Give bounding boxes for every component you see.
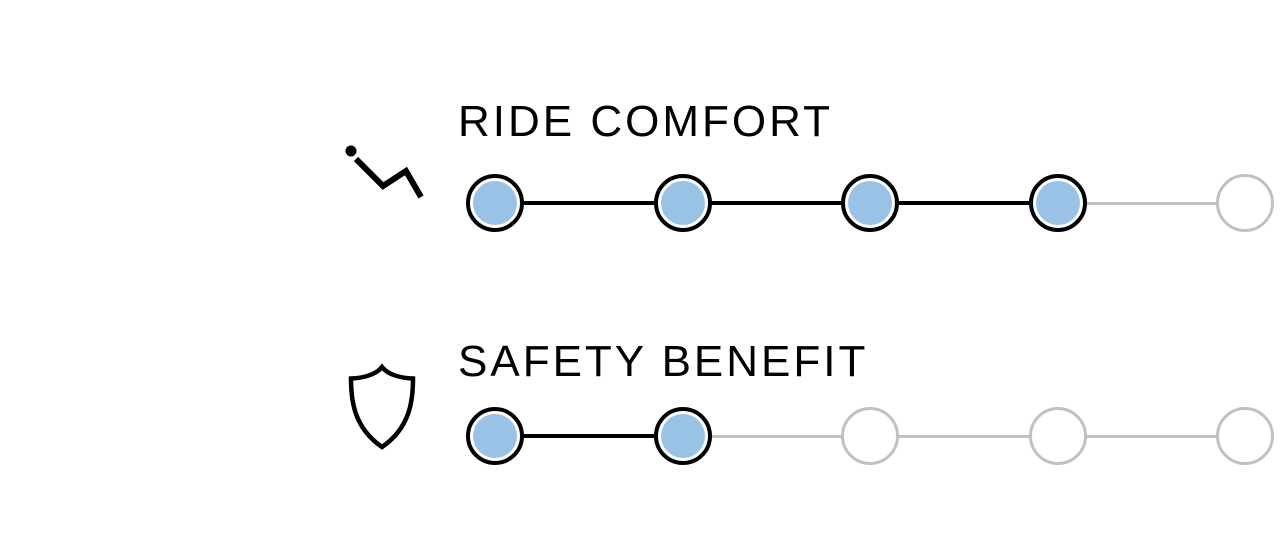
rating-dot-fill (848, 181, 892, 225)
recline-seat-icon (338, 136, 428, 202)
rating-dot-fill (1035, 181, 1080, 225)
rating-label-ride-comfort: RIDE COMFORT (458, 97, 833, 146)
rating-connector (520, 201, 658, 205)
rating-connector (895, 435, 1033, 438)
rating-connector (895, 201, 1033, 205)
rating-dots-safety-benefit (466, 407, 1274, 465)
rating-label-safety-benefit: SAFETY BENEFIT (458, 337, 869, 386)
rating-dot-empty (1028, 407, 1087, 465)
rating-connector (1082, 202, 1220, 205)
rating-dot-filled (466, 407, 524, 465)
rating-dot-filled (466, 174, 524, 232)
rating-connector (1082, 435, 1220, 438)
rating-dot-fill (660, 181, 705, 225)
rating-dots-ride-comfort (466, 174, 1274, 232)
rating-dot-fill (473, 181, 517, 225)
rating-dot-filled (653, 407, 712, 465)
rating-dot-fill (473, 414, 517, 458)
rating-dot-empty (841, 407, 899, 465)
rating-dot-filled (841, 174, 899, 232)
rating-dot-empty (1216, 174, 1274, 232)
rating-connector (707, 201, 845, 205)
rating-dot-fill (660, 414, 705, 458)
rating-dot-filled (1028, 174, 1087, 232)
rating-connector (520, 434, 658, 438)
shield-icon (346, 362, 418, 450)
rating-connector (707, 435, 845, 438)
rating-dot-filled (653, 174, 712, 232)
rating-dot-empty (1216, 407, 1274, 465)
